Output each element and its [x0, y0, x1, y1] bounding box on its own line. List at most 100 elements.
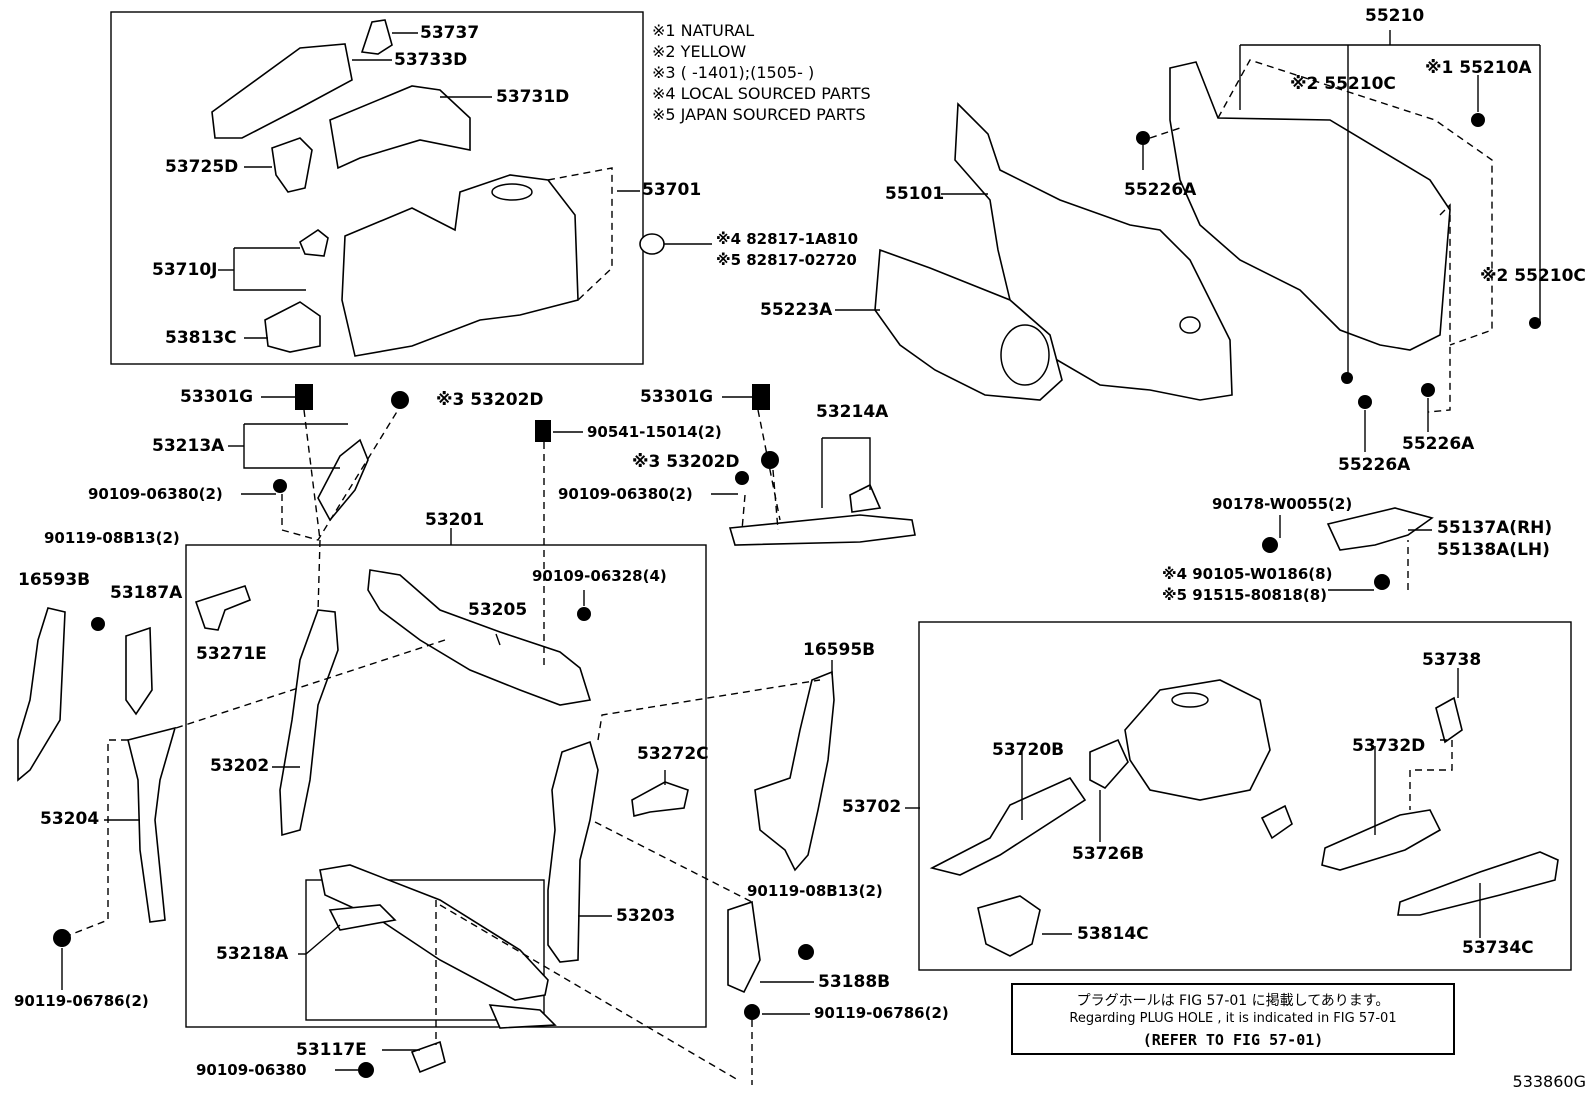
label-53218A[interactable]: 53218A: [216, 944, 289, 964]
bolt-90119-08B13-right: [798, 944, 814, 960]
note-4: ※4 LOCAL SOURCED PARTS: [652, 84, 871, 103]
label-53710J[interactable]: 53710J: [152, 260, 218, 280]
reference-box: プラグホールは FIG 57-01 に掲載してあります。 Regarding P…: [1011, 983, 1455, 1055]
label-16593B[interactable]: 16593B: [18, 570, 91, 590]
clip-55210C-center: [1341, 372, 1353, 384]
label-53188B[interactable]: 53188B: [818, 972, 891, 992]
bolt-90105: [1374, 574, 1390, 590]
label-90541[interactable]: 90541-15014(2): [587, 423, 722, 441]
part-53214A-bracket: [728, 483, 916, 546]
label-55210A[interactable]: ※1 55210A: [1425, 58, 1532, 78]
part-53813C-bracket: [264, 301, 321, 353]
bolt-90119-left: [91, 617, 105, 631]
group-box-53201: [185, 544, 707, 1028]
figure-id: 533860G: [1512, 1072, 1586, 1091]
leader-lines: [61, 30, 1541, 1071]
label-53301G-right[interactable]: 53301G: [640, 387, 714, 407]
label-90119-08B13-left[interactable]: 90119-08B13(2): [44, 529, 180, 547]
note-5: ※5 JAPAN SOURCED PARTS: [652, 105, 866, 124]
label-53213A[interactable]: 53213A: [152, 436, 225, 456]
label-82817-02720[interactable]: ※5 82817-02720: [716, 251, 857, 269]
label-90178[interactable]: 90178-W0055(2): [1212, 495, 1353, 513]
label-90109-06328[interactable]: 90109-06328(4): [532, 567, 667, 585]
label-53201[interactable]: 53201: [425, 510, 485, 530]
part-53737-bracket: [360, 19, 393, 55]
part-53702-apron: [1124, 679, 1271, 801]
label-53726B[interactable]: 53726B: [1072, 844, 1145, 864]
part-53205-upper-support: [367, 569, 592, 706]
part-16593B-duct: [17, 607, 66, 782]
label-55226A-right[interactable]: 55226A: [1402, 434, 1475, 454]
part-53117E-bracket: [410, 1040, 446, 1074]
part-53204-stay: [127, 726, 177, 923]
clip-55210A: [1471, 113, 1485, 127]
reference-line-jp: プラグホールは FIG 57-01 に掲載してあります。: [1076, 993, 1390, 1009]
label-90105[interactable]: ※4 90105-W0186(8): [1162, 565, 1333, 583]
label-53733D[interactable]: 53733D: [394, 50, 468, 70]
label-90119-06786-right[interactable]: 90119-06786(2): [814, 1004, 949, 1022]
label-90109-06380-right[interactable]: 90109-06380(2): [558, 485, 693, 503]
label-53271E[interactable]: 53271E: [196, 644, 267, 664]
label-53203[interactable]: 53203: [616, 906, 676, 926]
label-55226A-top[interactable]: 55226A: [1124, 180, 1197, 200]
part-53814C-bracket: [977, 895, 1041, 957]
part-53218A-lower-support: [319, 864, 557, 1029]
label-55210C-right[interactable]: ※2 55210C: [1480, 266, 1586, 286]
part-53720B-panel: [929, 776, 1087, 876]
label-91515[interactable]: ※5 91515-80818(8): [1162, 586, 1327, 604]
label-53117E[interactable]: 53117E: [296, 1040, 367, 1060]
label-53738[interactable]: 53738: [1422, 650, 1482, 670]
label-53732D[interactable]: 53732D: [1352, 736, 1426, 756]
label-55138A[interactable]: 55138A(LH): [1437, 540, 1550, 560]
label-53301G-left[interactable]: 53301G: [180, 387, 254, 407]
label-53725D[interactable]: 53725D: [165, 157, 239, 177]
label-53737[interactable]: 53737: [420, 23, 480, 43]
label-90109-06380-left[interactable]: 90109-06380(2): [88, 485, 223, 503]
group-box-53701: [110, 11, 644, 365]
label-53813C[interactable]: 53813C: [165, 328, 237, 348]
part-53710J-bracket: [299, 229, 329, 257]
part-55137A-hinge: [1326, 507, 1434, 551]
part-53213A-bracket: [317, 438, 369, 522]
reference-line-en: Regarding PLUG HOLE , it is indicated in…: [1069, 1011, 1397, 1026]
label-55137A[interactable]: 55137A(RH): [1437, 518, 1553, 538]
label-53702[interactable]: 53702: [842, 797, 902, 817]
label-53204[interactable]: 53204: [40, 809, 100, 829]
label-55223A[interactable]: 55223A: [760, 300, 833, 320]
label-53202D-right[interactable]: ※3 53202D: [632, 452, 740, 472]
part-small-bracket-53702: [1260, 804, 1293, 840]
label-53187A[interactable]: 53187A: [110, 583, 183, 603]
label-53720B[interactable]: 53720B: [992, 740, 1065, 760]
clip-55226A-top: [1136, 131, 1150, 145]
label-53214A[interactable]: 53214A: [816, 402, 889, 422]
part-53203-side-support: [547, 740, 599, 963]
part-53202-side-support: [279, 609, 339, 837]
label-53272C[interactable]: 53272C: [637, 744, 709, 764]
label-82817-1A810[interactable]: ※4 82817-1A810: [716, 230, 859, 248]
reference-link[interactable]: (REFER TO FIG 57-01): [1142, 1031, 1324, 1049]
label-53205[interactable]: 53205: [468, 600, 528, 620]
label-55101[interactable]: 55101: [885, 184, 945, 204]
note-1: ※1 NATURAL: [652, 21, 755, 40]
part-55223A-insulator: [874, 248, 1063, 401]
label-53814C[interactable]: 53814C: [1077, 924, 1149, 944]
label-55226A-bottom[interactable]: 55226A: [1338, 455, 1411, 475]
label-53202D-left[interactable]: ※3 53202D: [436, 390, 544, 410]
label-16595B[interactable]: 16595B: [803, 640, 876, 660]
label-90109-06380-bottom[interactable]: 90109-06380: [196, 1061, 307, 1079]
label-53202[interactable]: 53202: [210, 756, 270, 776]
part-53701-apron: [341, 174, 579, 357]
label-55210[interactable]: 55210: [1365, 6, 1425, 26]
part-53202D-left: [391, 391, 409, 409]
bolt-90109-left: [273, 479, 287, 493]
part-plug-82817: [639, 233, 665, 255]
part-53188B-piece: [727, 900, 761, 994]
assembly-lines: [61, 59, 1493, 1085]
label-53701[interactable]: 53701: [642, 180, 702, 200]
label-90119-08B13-right[interactable]: 90119-08B13(2): [747, 882, 883, 900]
label-53734C[interactable]: 53734C: [1462, 938, 1534, 958]
bolt-90109-06380-bottom: [358, 1062, 374, 1078]
label-90119-06786-left[interactable]: 90119-06786(2): [14, 992, 149, 1010]
label-55210C-top[interactable]: ※2 55210C: [1290, 74, 1396, 94]
label-53731D[interactable]: 53731D: [496, 87, 570, 107]
